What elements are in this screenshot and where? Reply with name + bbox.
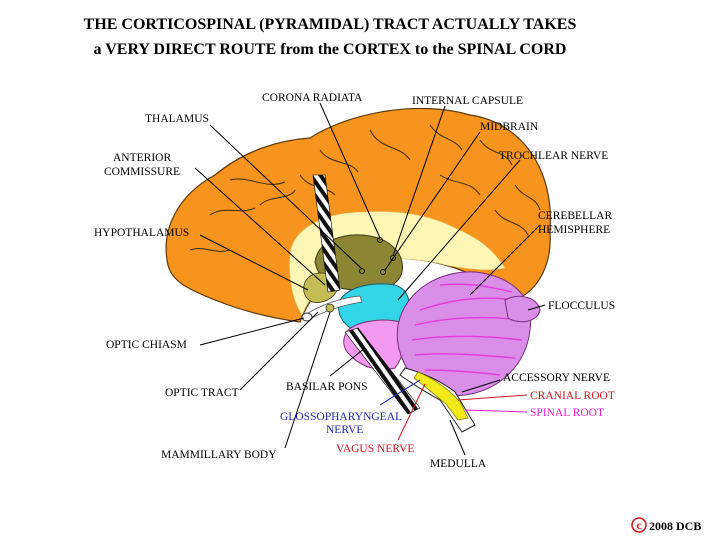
label-optic-chiasm: OPTIC CHIASM <box>106 339 187 351</box>
copyright-icon <box>631 517 647 533</box>
label-cerebellar-hemisphere-2: HEMISPHERE <box>538 224 610 236</box>
title-line-1: THE CORTICOSPINAL (PYRAMIDAL) TRACT ACTU… <box>84 16 577 33</box>
label-glossopharyngeal-1: GLOSSOPHARYNGEAL <box>280 411 402 423</box>
label-corona-radiata: CORONA RADIATA <box>262 92 363 104</box>
corticospinal-tract-upper <box>312 174 341 293</box>
label-anterior-commissure-1: ANTERIOR <box>113 152 171 164</box>
glossopharyngeal-leader <box>379 379 421 406</box>
label-internal-capsule: INTERNAL CAPSULE <box>412 95 523 107</box>
label-thalamus: THALAMUS <box>145 113 209 125</box>
label-glossopharyngeal-2: NERVE <box>326 424 363 436</box>
cerebellar-folia <box>411 283 523 376</box>
label-mammillary-body: MAMMILLARY BODY <box>161 449 277 461</box>
copyright-symbol: c <box>636 518 642 532</box>
label-midbrain: MIDBRAIN <box>480 121 539 133</box>
cortex-gyri <box>189 124 541 252</box>
copyright-mark: c 2008 DCB <box>631 517 701 533</box>
copyright-text: 2008 DCB <box>649 519 701 533</box>
accessory-nerve-root <box>413 371 469 421</box>
optic-chiasm <box>301 312 313 322</box>
mammillary-body <box>325 303 335 313</box>
label-hypothalamus: HYPOTHALAMUS <box>94 227 189 239</box>
label-anterior-commissure-2: COMMISSURE <box>104 166 180 178</box>
cerebellum <box>396 271 532 396</box>
label-accessory-nerve: ACCESSORY NERVE <box>503 372 610 384</box>
flocculus <box>504 295 541 323</box>
label-flocculus: FLOCCULUS <box>548 300 615 312</box>
title-line-2: a VERY DIRECT ROUTE from the CORTEX to t… <box>94 41 567 58</box>
leader-lines <box>194 102 546 456</box>
vagus-leader <box>397 383 426 441</box>
label-medulla: MEDULLA <box>430 458 487 470</box>
cranial-root-leader <box>457 394 528 401</box>
label-optic-tract: OPTIC TRACT <box>165 387 239 399</box>
spinal-root-leader <box>464 409 528 413</box>
label-spinal-root: SPINAL ROOT <box>530 407 604 419</box>
label-cranial-root: CRANIAL ROOT <box>530 390 615 402</box>
label-trochlear-nerve: TROCHLEAR NERVE <box>499 150 608 162</box>
label-cerebellar-hemisphere-1: CEREBELLAR <box>538 210 612 222</box>
label-vagus-nerve: VAGUS NERVE <box>336 443 414 455</box>
label-basilar-pons: BASILAR PONS <box>286 381 367 393</box>
